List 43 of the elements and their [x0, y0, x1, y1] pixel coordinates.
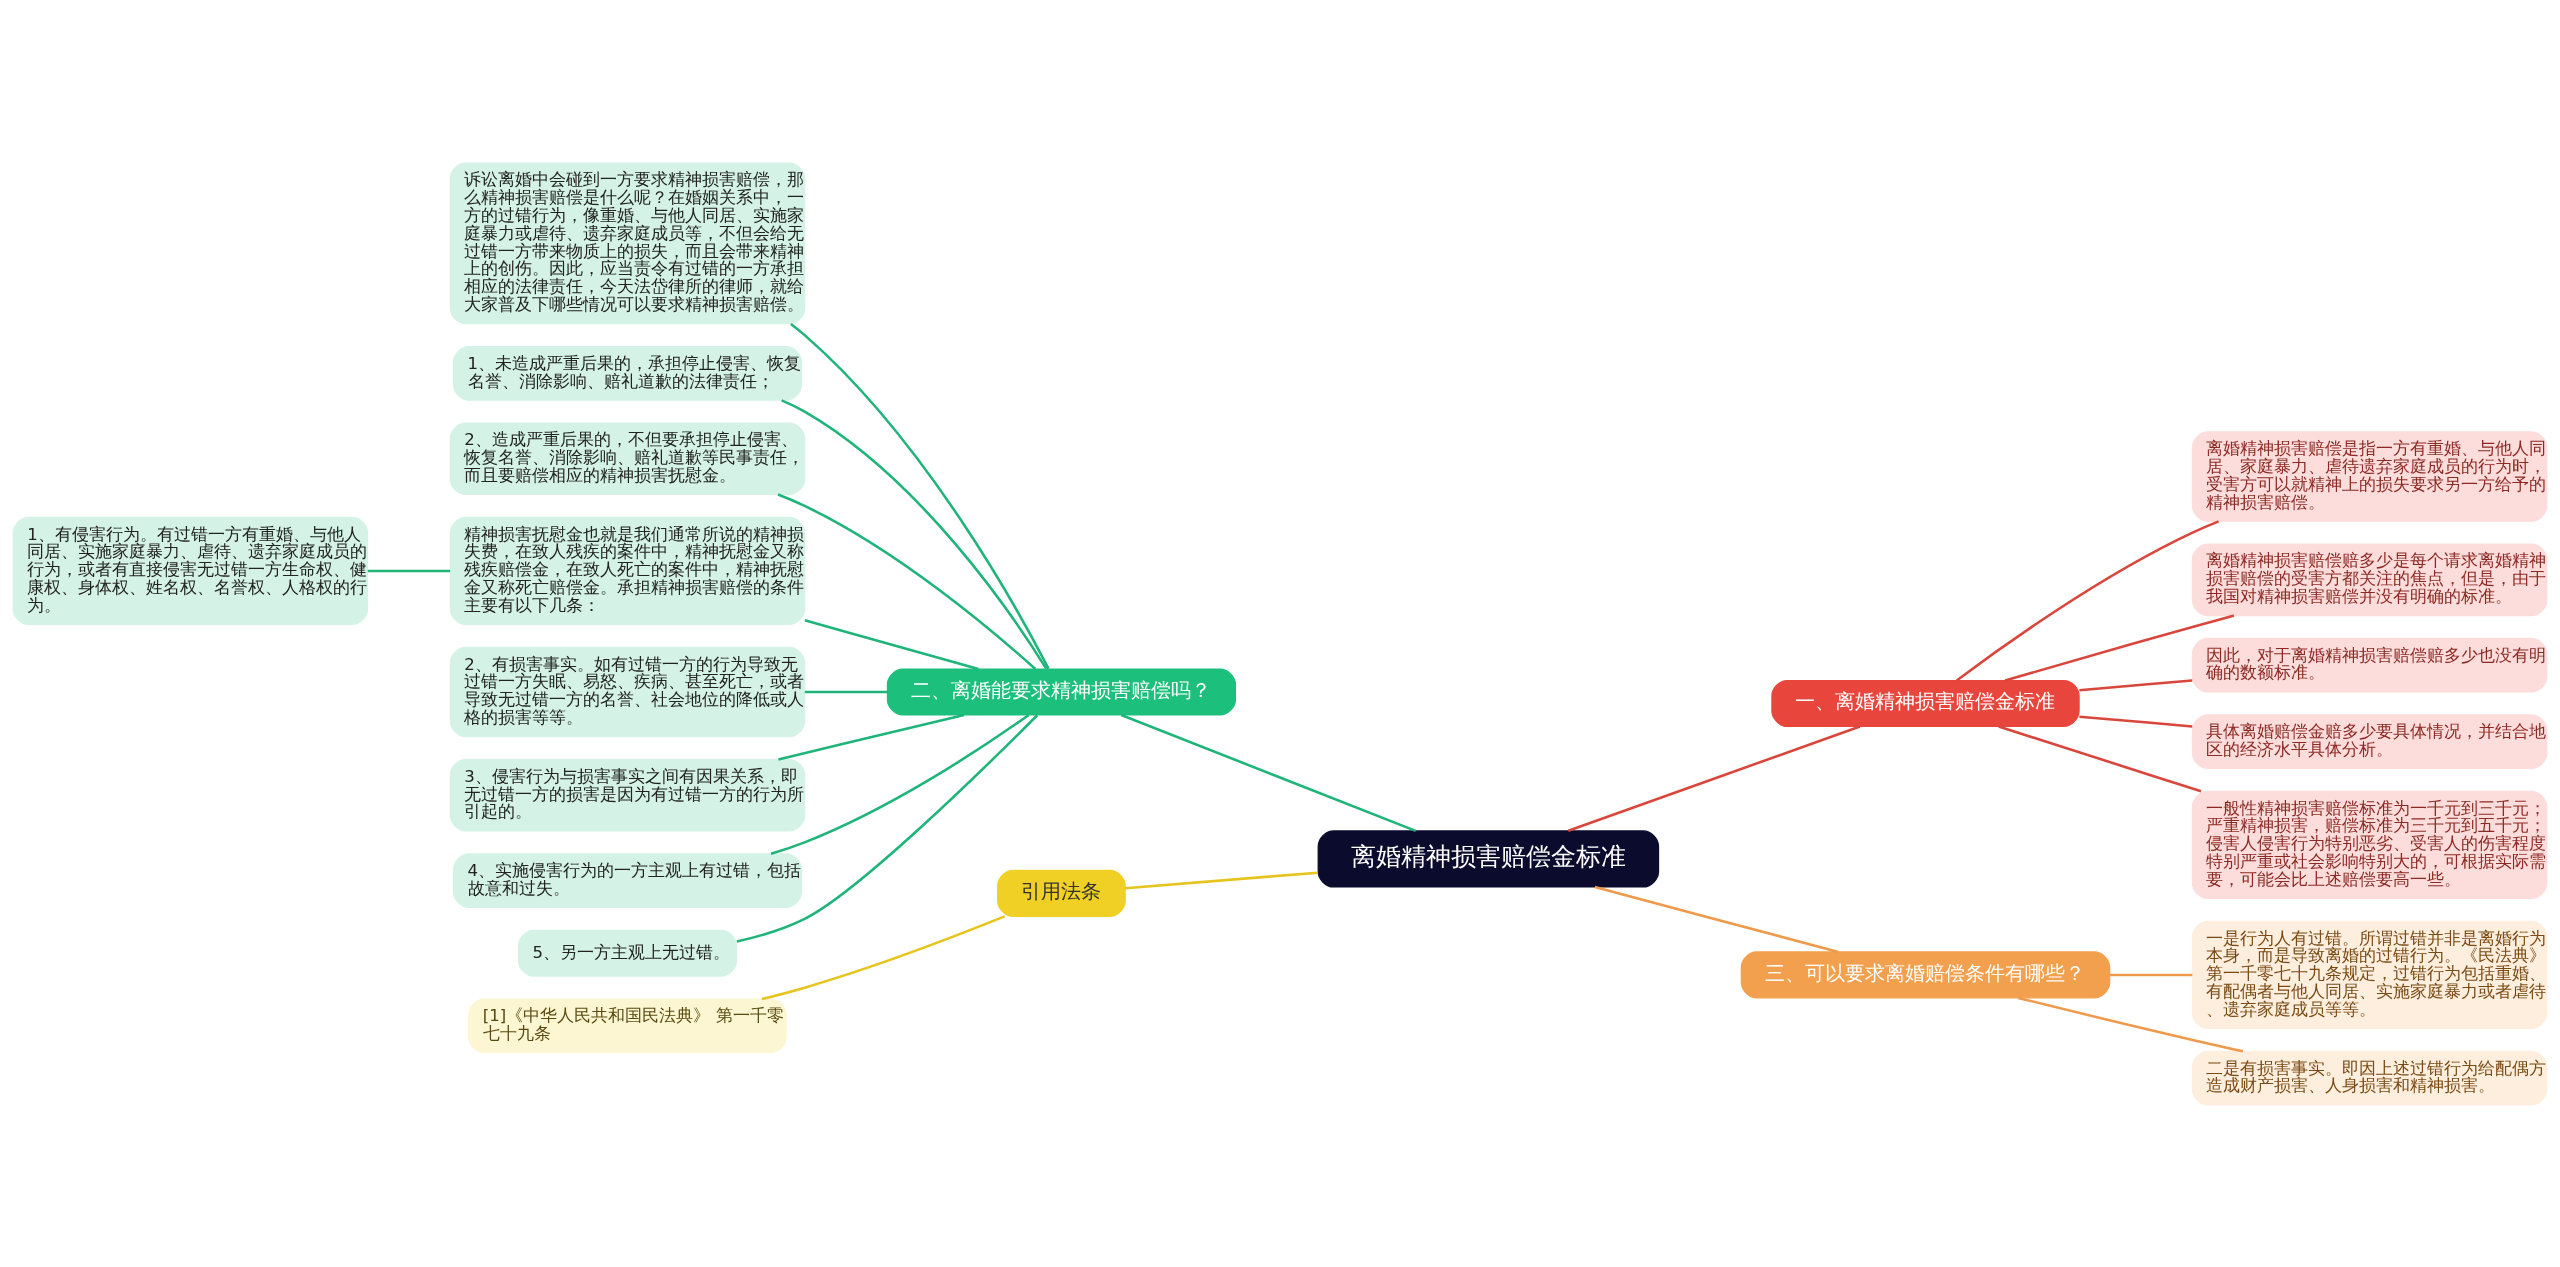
node-box: 精神损害抚慰金也就是我们通常所说的精神损失费，在致人残疾的案件中，精神抚慰金又称残疾赔偿金，在致人死亡的案件中，精神抚慰金又称死亡赔偿金。承担精神损害赔偿的条件主要有以下几条：: [449, 516, 806, 625]
node-box: 一是行为人有过错。所谓过错并非是离婚行为本身，而是导致离婚的过错行为。《民法典》第一千零七十九条规定，过错行为包括重婚、有配偶者与他人同居、实施家庭暴力或者虐待、遗弃家庭成员等等。: [2191, 920, 2548, 1029]
node-box: 二、离婚能要求精神损害赔偿吗？: [886, 667, 1237, 716]
connector: [778, 713, 965, 761]
node-box: 诉讼离婚中会碰到一方要求精神损害赔偿，那么精神损害赔偿是什么呢？在婚姻关系中，一方的过错行为，像重婚、与他人同居、实施家庭暴力或虐待、遗弃家庭成员等，不但会给无过错一方带来物质上的损失，而且会带来精神上的创伤。因此，应当责令有过错的一方承担相应的法律责任，今天法岱律所的律师，就给大家普及下哪些情况可以要求精神损害赔偿。: [449, 161, 806, 324]
connector: [1567, 724, 1861, 832]
connector: [736, 713, 1039, 943]
connector: [1125, 870, 1318, 890]
connector: [2017, 996, 2244, 1052]
connector: [2079, 678, 2193, 691]
connector: [777, 492, 1037, 670]
connector: [2004, 613, 2235, 682]
connector: [770, 713, 1030, 855]
node-box: 因此，对于离婚精神损害赔偿赔多少也没有明确的数额标准。: [2191, 637, 2548, 693]
connector: [367, 569, 451, 572]
node-box: 4、实施侵害行为的一方主观上有过错，包括故意和过失。: [452, 852, 803, 908]
connector: [804, 618, 979, 670]
node-box: 一、离婚精神损害赔偿金标准: [1771, 679, 2080, 727]
node-box: 1、未造成严重后果的，承担停止侵害、恢复名誉、消除影响、赔礼道歉的法律责任；: [452, 345, 803, 401]
node-box: 离婚精神损害赔偿金标准: [1317, 829, 1660, 888]
node-box: 三、可以要求离婚赔偿条件有哪些？: [1740, 950, 2111, 998]
node-box: 一般性精神损害赔偿标准为一千元到三千元；严重精神损害，赔偿标准为三千元到五千元；侵害人侵害行为特别恶劣、受害人的伤害程度特别严重或社会影响特别大的，可根据实际需要，可能会比上述赔偿要高一些。: [2191, 790, 2548, 899]
node-box: 2、造成严重后果的，不但要承担停止侵害、恢复名誉、消除影响、赔礼道歉等民事责任，而且要赔偿相应的精神损害抚慰金。: [449, 421, 806, 495]
connector: [1998, 724, 2202, 793]
connector: [761, 914, 1006, 1000]
node-box: 离婚精神损害赔偿赔多少是每个请求离婚精神损害赔偿的受害方都关注的焦点，但是，由于我国对精神损害赔偿并没有明确的标准。: [2191, 543, 2548, 616]
node-box: 1、有侵害行为。有过错一方有重婚、与他人同居、实施家庭暴力、虐待、遗弃家庭成员的行为，或者有直接侵害无过错一方生命权、健康权、身体权、姓名权、名誉权、人格权的行为。: [12, 516, 369, 625]
node-box: 2、有损害事实。如有过错一方的行为导致无过错一方失眠、易怒、疾病、甚至死亡，或者导致无过错一方的名誉、社会地位的降低或人格的损害等等。: [449, 646, 806, 737]
connector: [790, 322, 1050, 669]
node-box: 二是有损害事实。即因上述过错行为给配偶方造成财产损害、人身损害和精神损害。: [2191, 1050, 2548, 1106]
connector: [1594, 885, 1839, 953]
node-box: 具体离婚赔偿金赔多少要具体情况，并结合地区的经济水平具体分析。: [2191, 713, 2548, 769]
node-box: 5、另一方主观上无过错。: [517, 929, 738, 977]
node-box: [1]《中华人民共和国民法典》 第一千零七十九条: [468, 998, 787, 1053]
node-box: 3、侵害行为与损害事实之间有因果关系，即无过错一方的损害是因为有过错一方的行为所引起的。: [449, 758, 806, 832]
node-box: 离婚精神损害赔偿是指一方有重婚、与他人同居、家庭暴力、虐待遗弃家庭成员的行为时，受害方可以就精神上的损失要求另一方给予的精神损害赔偿。: [2191, 430, 2548, 522]
connector: [1120, 713, 1417, 832]
connector: [781, 398, 1048, 669]
connector: [2079, 714, 2193, 728]
connector: [1955, 519, 2220, 681]
connector: [804, 690, 888, 693]
node-box: 引用法条: [997, 869, 1126, 917]
connector: [2109, 973, 2193, 976]
